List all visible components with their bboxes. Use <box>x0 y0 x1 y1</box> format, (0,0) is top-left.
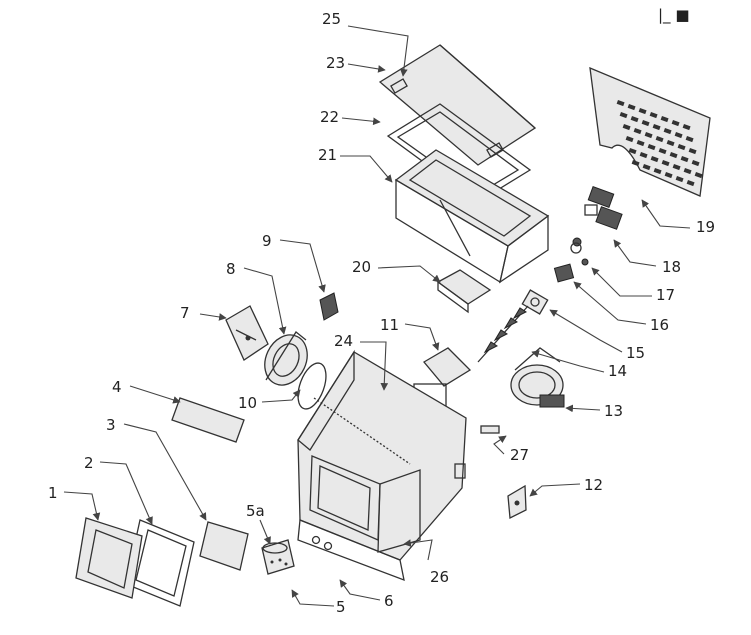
vent-hole <box>616 99 625 107</box>
part-19-rear-panel <box>589 66 711 197</box>
vent-hole <box>641 120 650 127</box>
label-10: 10 <box>238 394 257 412</box>
vent-hole <box>664 172 673 179</box>
vent-hole <box>688 148 697 155</box>
leader-lines <box>63 25 691 607</box>
vent-hole <box>671 120 680 127</box>
label-2: 2 <box>84 454 94 472</box>
label-6: 6 <box>384 592 394 610</box>
callout-labels: 25 23 22 21 19 18 17 16 15 14 13 12 27 2… <box>48 10 715 616</box>
part-4-side-panel <box>171 397 245 443</box>
vent-hole <box>694 172 703 179</box>
part-27-tube <box>480 425 500 434</box>
vent-hole <box>627 103 636 111</box>
vent-hole <box>631 159 640 167</box>
vent-hole <box>666 140 675 147</box>
part-13-combustion-blower <box>510 347 565 408</box>
part-12-bracket <box>507 484 527 520</box>
vent-hole <box>649 112 658 119</box>
vent-hole <box>663 127 672 135</box>
part-20-ash-tray <box>436 269 492 314</box>
label-7: 7 <box>180 304 190 322</box>
part-15-plate <box>521 289 549 315</box>
corner-marks: |_ ■ <box>658 6 690 25</box>
label-12: 12 <box>584 476 603 494</box>
part-1-door <box>75 517 143 599</box>
part-21-hopper <box>394 149 550 284</box>
vent-hole <box>636 140 645 147</box>
label-1: 1 <box>48 484 58 502</box>
label-22: 22 <box>320 108 339 126</box>
part-16-bearing <box>553 242 582 283</box>
label-24: 24 <box>334 332 353 350</box>
part-8-convection-fan <box>264 331 308 386</box>
label-18: 18 <box>662 258 681 276</box>
label-21: 21 <box>318 146 337 164</box>
vent-hole <box>630 116 639 123</box>
part-19-vent-holes <box>616 99 703 187</box>
vent-hole <box>625 135 634 143</box>
vent-hole <box>674 131 683 139</box>
label-8: 8 <box>226 260 236 278</box>
label-15: 15 <box>626 344 645 362</box>
vent-hole <box>655 135 664 143</box>
label-17: 17 <box>656 286 675 304</box>
vent-hole <box>686 180 695 187</box>
vent-hole <box>642 164 651 171</box>
label-9: 9 <box>262 232 272 250</box>
vent-hole <box>644 132 653 139</box>
part-14-auger <box>477 305 529 363</box>
vent-hole <box>633 127 642 135</box>
part-6-stove-body <box>297 349 467 582</box>
part-3-glass <box>199 521 249 571</box>
part-5-firepot <box>261 539 295 575</box>
part-25-lid-cover <box>378 44 537 166</box>
part-18-switch-block <box>584 186 623 230</box>
vent-hole <box>622 124 631 131</box>
vent-hole <box>672 163 681 171</box>
vent-hole <box>658 147 667 155</box>
vent-hole <box>619 112 628 119</box>
vent-hole <box>660 116 669 123</box>
vent-hole <box>638 107 647 115</box>
vent-hole <box>639 152 648 159</box>
vent-hole <box>647 144 656 151</box>
vent-hole <box>685 135 694 143</box>
part-17-screw <box>572 237 589 266</box>
vent-hole <box>683 168 692 175</box>
vent-hole <box>653 168 662 175</box>
label-14: 14 <box>608 362 627 380</box>
vent-hole <box>682 124 691 131</box>
label-5a: 5a <box>246 502 265 520</box>
label-4: 4 <box>112 378 122 396</box>
label-11: 11 <box>380 316 399 334</box>
vent-hole <box>669 152 678 159</box>
vent-hole <box>650 155 659 163</box>
part-9-igniter <box>319 292 339 321</box>
label-23: 23 <box>326 54 345 72</box>
vent-hole <box>677 143 686 151</box>
part-10-fan-gasket <box>297 362 327 410</box>
label-16: 16 <box>650 316 669 334</box>
label-25: 25 <box>322 10 341 28</box>
vent-hole <box>661 159 670 167</box>
part-7-control-board <box>225 305 269 361</box>
label-27: 27 <box>510 446 529 464</box>
vent-hole <box>652 124 661 131</box>
vent-hole <box>691 160 700 167</box>
label-20: 20 <box>352 258 371 276</box>
vent-hole <box>680 155 689 163</box>
label-26: 26 <box>430 568 449 586</box>
label-13: 13 <box>604 402 623 420</box>
label-19: 19 <box>696 218 715 236</box>
label-5: 5 <box>336 598 346 616</box>
vent-hole <box>628 147 637 155</box>
vent-hole <box>675 175 684 183</box>
label-3: 3 <box>106 416 116 434</box>
